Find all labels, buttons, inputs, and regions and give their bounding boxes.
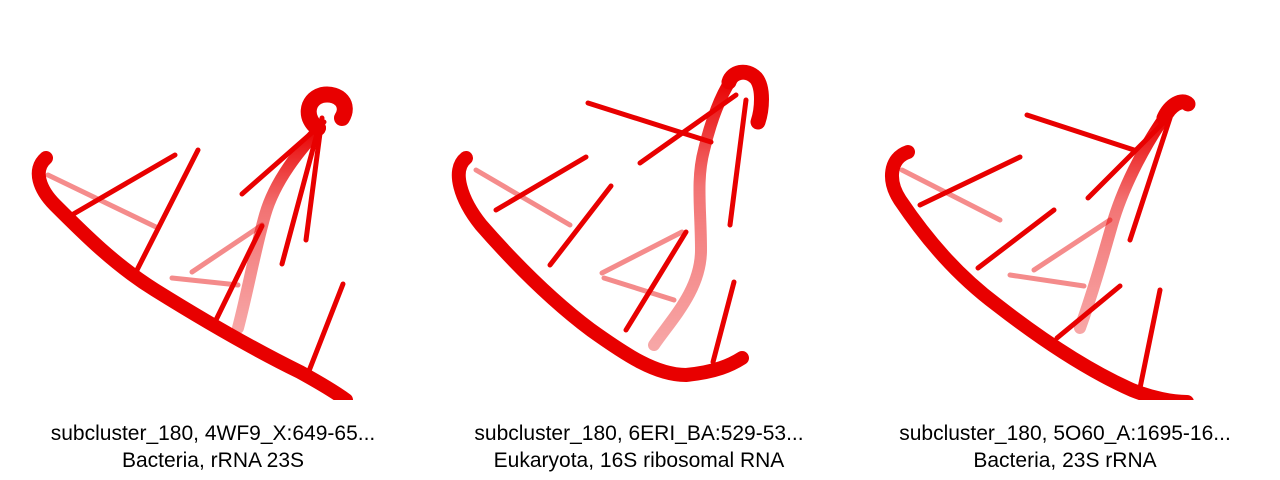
rna-structure-image-2 [426,0,852,400]
caption-2-line-2: Eukaryota, 16S ribosomal RNA [426,447,852,474]
rna-structure-image-3 [852,0,1278,400]
rna-structure-image-1 [0,0,426,400]
structure-caption-3: subcluster_180, 5O60_A:1695-16... Bacter… [852,420,1278,474]
caption-2-line-1: subcluster_180, 6ERI_BA:529-53... [426,420,852,447]
structure-panel-1: subcluster_180, 4WF9_X:649-65... Bacteri… [0,0,426,480]
caption-1-line-2: Bacteria, rRNA 23S [0,447,426,474]
structure-caption-2: subcluster_180, 6ERI_BA:529-53... Eukary… [426,420,852,474]
structure-caption-1: subcluster_180, 4WF9_X:649-65... Bacteri… [0,420,426,474]
caption-1-line-1: subcluster_180, 4WF9_X:649-65... [0,420,426,447]
caption-3-line-2: Bacteria, 23S rRNA [852,447,1278,474]
structure-panel-2: subcluster_180, 6ERI_BA:529-53... Eukary… [426,0,852,480]
caption-3-line-1: subcluster_180, 5O60_A:1695-16... [852,420,1278,447]
structure-panel-3: subcluster_180, 5O60_A:1695-16... Bacter… [852,0,1278,480]
